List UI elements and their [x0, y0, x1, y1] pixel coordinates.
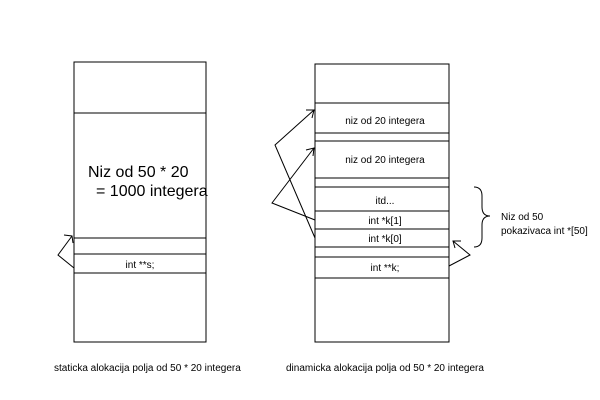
dynamic-memory-outline — [314, 63, 450, 343]
arrowhead-icon — [306, 109, 315, 119]
k0-to-block1-arrow — [274, 109, 316, 239]
static-arrowhead-icon — [63, 234, 74, 244]
dynamic-k1-cell: int *k[1] — [368, 216, 402, 227]
dynamic-memory-column: niz od 20 integera niz od 20 integera it… — [271, 63, 588, 374]
dynamic-row-block-1: niz od 20 integera — [345, 116, 425, 127]
static-pointer-arrow — [57, 235, 75, 269]
k1-to-block2-arrow — [271, 147, 316, 221]
dynamic-caption: dinamicka alokacija polja od 50 * 20 int… — [286, 363, 484, 374]
brace-note-line1: Niz od 50 — [501, 212, 544, 223]
dynamic-etc-cell: itd... — [376, 196, 395, 207]
pointer-array-brace — [473, 186, 491, 248]
static-block-label-line2: = 1000 integera — [96, 183, 208, 200]
static-caption: staticka alokacija polja od 50 * 20 inte… — [54, 363, 241, 374]
dynamic-pointer-label: int **k; — [371, 263, 400, 274]
arrowhead-icon — [452, 240, 461, 249]
static-memory-column: Niz od 50 * 20 = 1000 integera int **s; … — [54, 61, 241, 374]
static-memory-outline — [73, 61, 207, 343]
dynamic-row-block-2: niz od 20 integera — [345, 155, 425, 166]
static-block-label-line1: Niz od 50 * 20 — [88, 164, 189, 181]
brace-note-line2: pokazivaca int *[50] — [501, 226, 588, 237]
static-pointer-label: int **s; — [126, 260, 155, 271]
arrowhead-icon — [305, 147, 315, 157]
k-to-k0-arrow — [448, 240, 471, 267]
dynamic-k0-cell: int *k[0] — [368, 234, 402, 245]
